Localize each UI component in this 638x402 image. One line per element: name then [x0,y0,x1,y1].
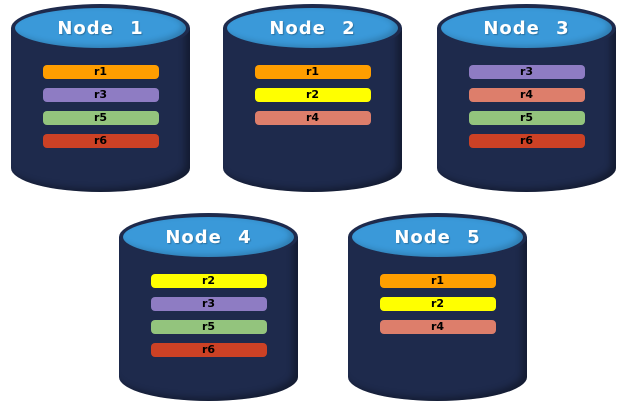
node-title: Node 4 [165,227,252,248]
database-cylinder-body [348,237,527,401]
database-cylinder-top [437,4,616,52]
node-4: Node 4 r2 r3 r5 r6 [119,213,298,401]
database-cylinder-body [11,28,190,192]
replica-list: r2 r3 r5 r6 [150,274,267,357]
replica-bar-r4: r4 [254,111,371,125]
replica-list: r1 r2 r4 [254,65,371,125]
node-title: Node 1 [57,18,144,39]
node-title: Node 5 [394,227,481,248]
replica-bar-r5: r5 [468,111,585,125]
node-3: Node 3 r3 r4 r5 r6 [437,4,616,192]
database-cylinder-body [119,237,298,401]
replica-list: r3 r4 r5 r6 [468,65,585,148]
replica-list: r1 r2 r4 [379,274,496,334]
replica-bar-r5: r5 [150,320,267,334]
replica-bar-r3: r3 [150,297,267,311]
replica-bar-r1: r1 [254,65,371,79]
replica-bar-r2: r2 [254,88,371,102]
node-title: Node 2 [269,18,356,39]
replica-bar-r6: r6 [42,134,159,148]
replica-bar-r3: r3 [42,88,159,102]
database-cylinder-body [437,28,616,192]
database-cylinder-top [11,4,190,52]
replica-bar-r6: r6 [150,343,267,357]
replica-bar-r4: r4 [468,88,585,102]
node-2: Node 2 r1 r2 r4 [223,4,402,192]
database-cylinder-body [223,28,402,192]
replica-bar-r5: r5 [42,111,159,125]
node-5: Node 5 r1 r2 r4 [348,213,527,401]
replica-bar-r1: r1 [42,65,159,79]
replica-list: r1 r3 r5 r6 [42,65,159,148]
replica-bar-r4: r4 [379,320,496,334]
replica-bar-r2: r2 [150,274,267,288]
database-cylinder-top [223,4,402,52]
replica-bar-r3: r3 [468,65,585,79]
replica-bar-r6: r6 [468,134,585,148]
replica-bar-r1: r1 [379,274,496,288]
node-title: Node 3 [483,18,570,39]
node-1: Node 1 r1 r3 r5 r6 [11,4,190,192]
replica-bar-r2: r2 [379,297,496,311]
database-cylinder-top [119,213,298,261]
database-cylinder-top [348,213,527,261]
